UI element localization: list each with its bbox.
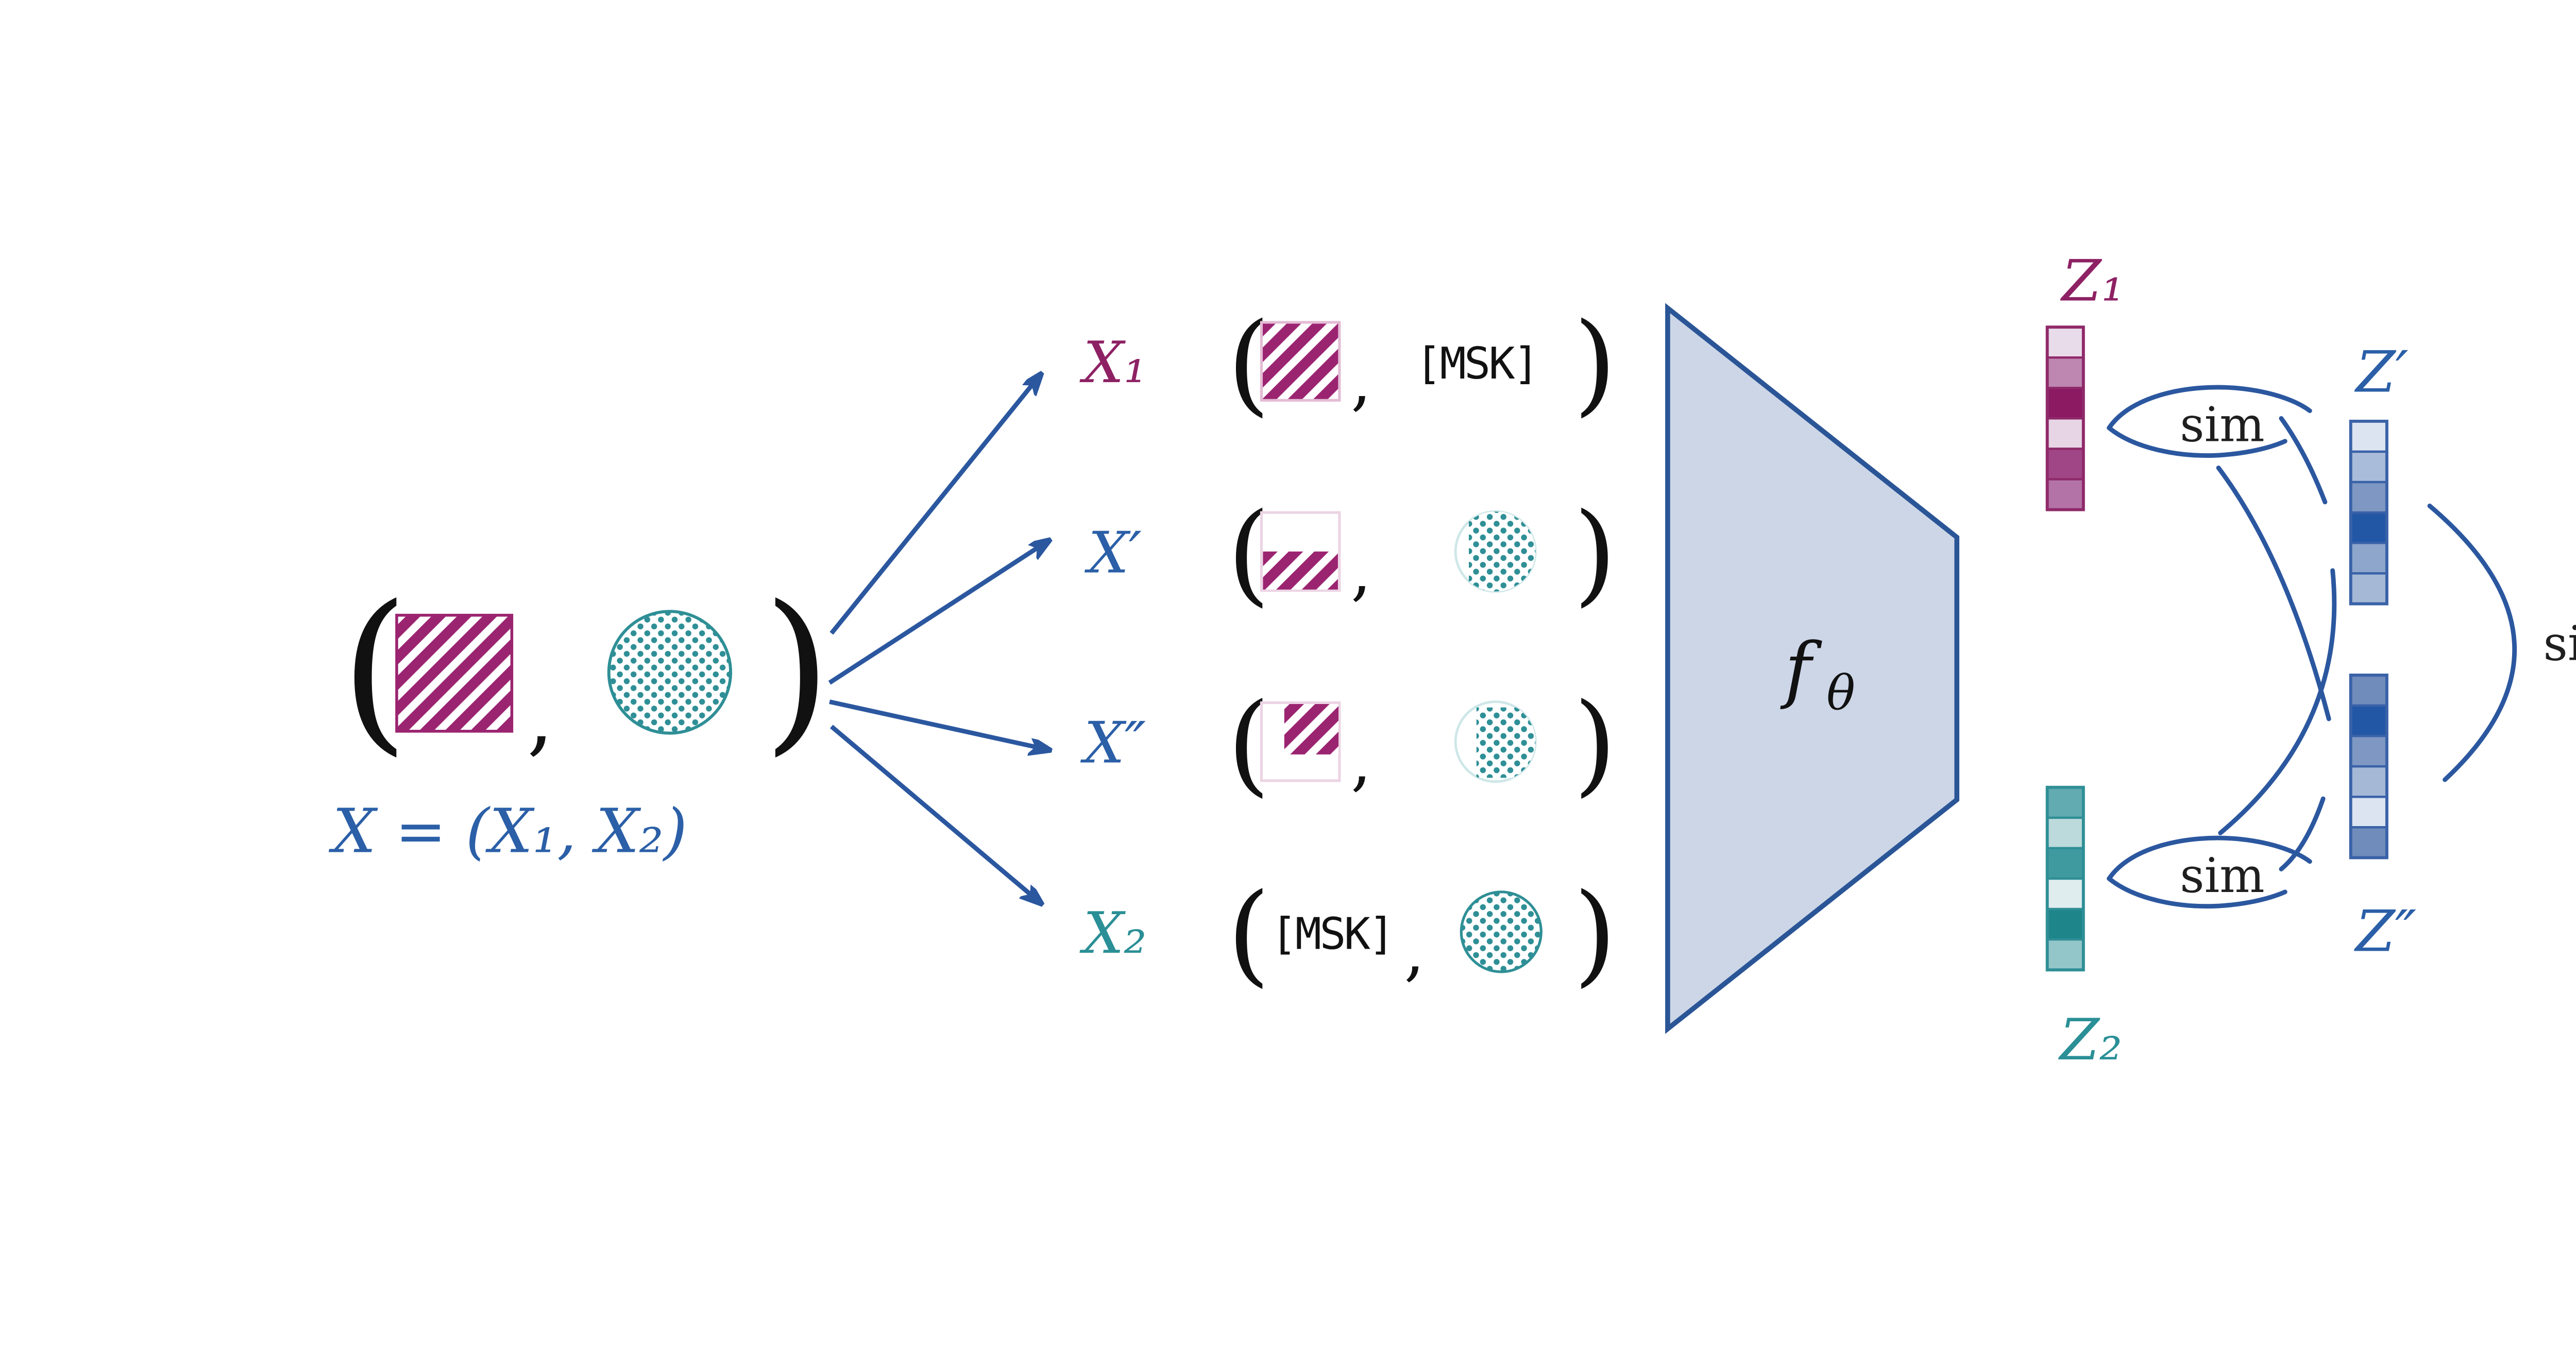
embedding-bar-zp — [2349, 419, 2388, 606]
sim-label-top: sim — [2180, 397, 2264, 453]
embedding-label-zprime: Z′ — [2354, 339, 2409, 406]
embedding-cell-zp-1 — [2349, 450, 2388, 484]
row-x2-label: X₂ — [1079, 900, 1146, 967]
row-xdprime-comma: , — [1351, 723, 1371, 799]
sim-curve-zdprime-to-z1-seg2 — [2279, 796, 2326, 871]
row-x1-comma: , — [1351, 343, 1371, 419]
input-tuple: ( , ) X = (X₁, X₂) — [328, 569, 831, 866]
input-modality1-hatched-square — [395, 613, 514, 733]
input-rparen: ) — [763, 569, 832, 772]
arrow-to-xprime — [828, 542, 1046, 685]
encoder-label-theta: θ — [1826, 665, 1855, 721]
row-x1-hatched-square — [1260, 321, 1341, 402]
embedding-cell-zpp-2 — [2349, 734, 2388, 768]
encoder-trapezoid — [1665, 303, 1960, 1034]
embedding-cell-zp-0 — [2349, 420, 2388, 453]
embedding-label-z2: Z₂ — [2058, 1007, 2122, 1073]
row-x1-msk-token: [MSK] — [1415, 338, 1537, 389]
augmentation-row-xprime: X′ ( , ) — [1084, 489, 1617, 618]
sim-curve-zprime-to-z2-seg1 — [2279, 416, 2328, 505]
sim-arrow-top-upper — [2107, 385, 2312, 431]
embedding-cell-zpp-0 — [2349, 674, 2388, 707]
embedding-bar-z2 — [2045, 785, 2085, 972]
embedding-bar-outline-z1 — [2045, 325, 2085, 511]
input-equation-label: X = (X₁, X₂) — [328, 795, 687, 866]
row-x1-label: X₁ — [1079, 330, 1146, 396]
embedding-cell-z2-1 — [2046, 816, 2085, 850]
augmentation-row-x1: X₁ ( , [MSK] ) — [1079, 299, 1616, 427]
encoder: f θ — [1665, 303, 1960, 1034]
sim-label-bottom: sim — [2180, 848, 2264, 903]
augmentation-row-x2: X₂ ( [MSK] , ) — [1079, 869, 1616, 998]
row-xprime-label: X′ — [1084, 520, 1142, 586]
embedding-cell-z1-5 — [2046, 478, 2085, 511]
augmentation-arrows — [828, 376, 1046, 902]
embedding-cell-zp-5 — [2349, 572, 2388, 605]
sim-arrow-bottom-upper — [2107, 835, 2312, 881]
sim-label-right: sim — [2544, 615, 2576, 671]
row-xdprime-rparen: ) — [1573, 679, 1617, 808]
sim-arrow-top-barb — [2107, 425, 2287, 458]
embedding-cell-zpp-1 — [2349, 704, 2388, 737]
embedding-label-z1: Z₁ — [2060, 248, 2124, 314]
row-x2-rparen: ) — [1573, 869, 1617, 998]
row-xprime-circle-dotted-part — [1469, 511, 1536, 592]
embedding-bar-z1 — [2045, 325, 2085, 511]
arrow-to-x2 — [829, 725, 1039, 902]
embedding-cell-z1-3 — [2046, 417, 2085, 450]
sim-arrow-bottom-barb — [2107, 876, 2287, 909]
embedding-bar-outline-zp — [2349, 419, 2388, 606]
arrow-to-xdprime — [829, 699, 1046, 749]
embedding-bar-outline-zpp — [2349, 673, 2388, 860]
embedding-cell-z1-2 — [2046, 387, 2085, 420]
row-x2-lparen: ( — [1227, 869, 1270, 998]
row-xprime-square-hatched-part — [1263, 551, 1338, 590]
row-xdprime-circle-dotted-part — [1476, 707, 1536, 778]
embedding-cell-z2-0 — [2046, 786, 2085, 819]
row-x1-rparen: ) — [1573, 299, 1617, 427]
embedding-cell-z2-5 — [2046, 938, 2085, 971]
row-xprime-rparen: ) — [1573, 489, 1617, 618]
row-xprime-comma: , — [1351, 533, 1371, 609]
embedding-cell-zpp-4 — [2349, 795, 2388, 829]
embedding-cell-zp-4 — [2349, 542, 2388, 575]
embedding-bar-zpp — [2349, 673, 2388, 860]
embedding-cell-z1-4 — [2046, 448, 2085, 481]
row-xdprime-square-hatched-part — [1284, 704, 1339, 754]
row-x2-msk-token: [MSK] — [1271, 909, 1393, 960]
embedding-cell-z1-1 — [2046, 356, 2085, 389]
input-comma: , — [527, 668, 554, 766]
embedding-cell-zpp-3 — [2349, 765, 2388, 798]
augmentation-row-xdprime: X″ ( , ) — [1080, 679, 1617, 808]
sim-arc-zprime-zdprime — [2427, 503, 2517, 782]
row-xdprime-label: X″ — [1080, 710, 1146, 777]
embedding-bar-outline-z2 — [2045, 785, 2085, 972]
row-x2-comma: , — [1404, 914, 1425, 989]
embedding-cell-zp-3 — [2349, 511, 2388, 544]
embedding-cell-z2-2 — [2046, 847, 2085, 880]
embedding-cell-z1-0 — [2046, 325, 2085, 359]
sim-curve-zdprime-to-z1-seg1 — [2216, 465, 2331, 722]
embedding-cell-zpp-5 — [2349, 826, 2388, 859]
input-modality2-dotted-circle — [607, 610, 733, 735]
row-x2-dotted-circle — [1460, 890, 1543, 973]
embedding-cell-zp-2 — [2349, 481, 2388, 514]
embedding-label-zdprime: Z″ — [2354, 898, 2416, 965]
arrow-to-x1 — [829, 376, 1039, 635]
embedding-cell-z2-3 — [2046, 877, 2085, 911]
embedding-cell-z2-4 — [2046, 907, 2085, 941]
sim-curve-zprime-to-z2-seg2 — [2218, 568, 2337, 835]
similarity-links: sim sim sim — [2107, 385, 2576, 909]
